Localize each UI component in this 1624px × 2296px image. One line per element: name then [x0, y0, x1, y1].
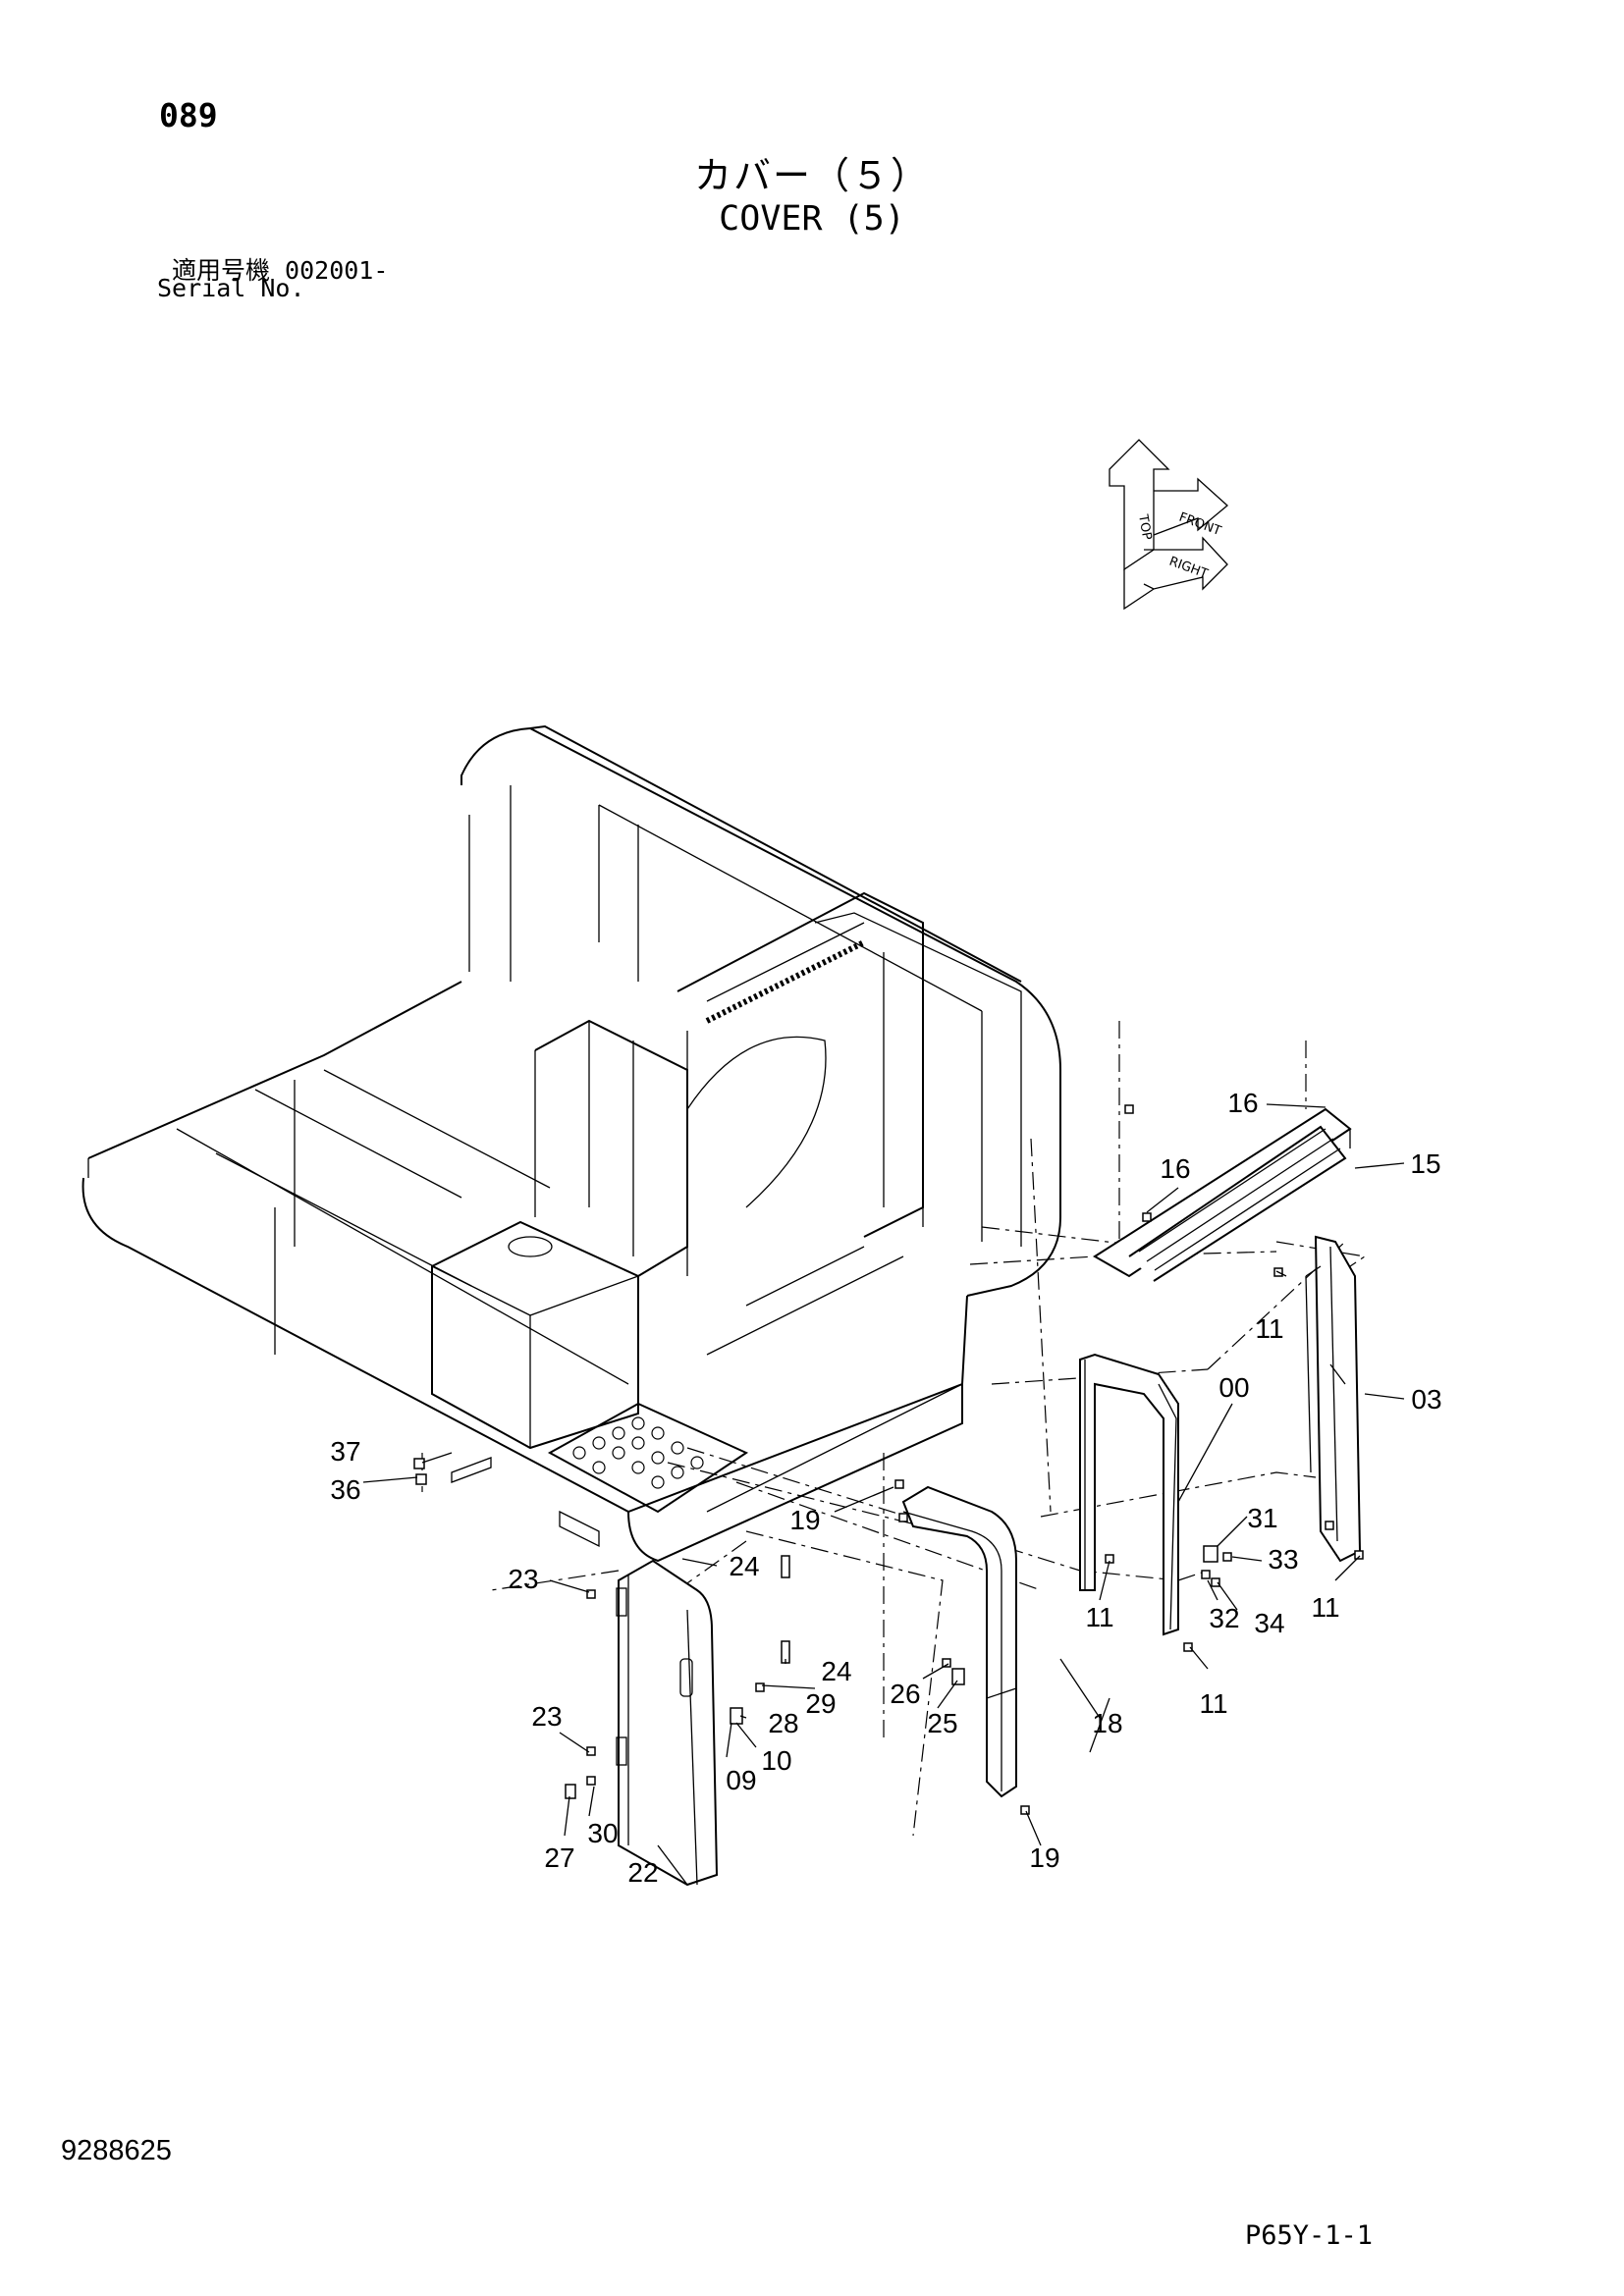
callout-23-lower: 23 — [531, 1701, 562, 1732]
leader-lines — [362, 1103, 1405, 1886]
callout-31: 31 — [1247, 1503, 1277, 1533]
orientation-indicator: TOP FRONT RIGHT — [1109, 439, 1228, 611]
callout-19-upper: 19 — [789, 1505, 820, 1535]
callout-29: 29 — [805, 1688, 836, 1719]
orientation-top-label: TOP — [1135, 512, 1154, 541]
part-15-top-cover — [1093, 1107, 1352, 1282]
callout-16-top: 16 — [1227, 1088, 1258, 1118]
fasteners — [413, 1104, 1364, 1815]
callout-15: 15 — [1410, 1148, 1440, 1179]
callout-11-upper: 11 — [1255, 1313, 1283, 1344]
callout-11-bottom: 11 — [1199, 1688, 1227, 1719]
callout-30: 30 — [587, 1818, 618, 1848]
part-03-side-cover — [1305, 1235, 1362, 1563]
callout-34: 34 — [1254, 1608, 1284, 1638]
callout-09: 09 — [726, 1765, 756, 1795]
serial-label-japanese: 適用号機 002001- — [172, 256, 389, 285]
sheet-number: P65Y-1-1 — [1245, 2220, 1374, 2251]
document-number: 9288625 — [61, 2135, 172, 2166]
part-18-curved-rail — [901, 1485, 1017, 1798]
callout-22: 22 — [627, 1857, 658, 1888]
upper-frame-structure — [81, 724, 1061, 1563]
callout-33: 33 — [1268, 1544, 1298, 1575]
orientation-right-label: RIGHT — [1167, 555, 1210, 582]
callout-16-cover: 16 — [1160, 1153, 1190, 1184]
callout-00: 00 — [1218, 1372, 1249, 1403]
callout-32: 32 — [1209, 1603, 1239, 1633]
page-title-japanese: カバー（５） — [693, 154, 930, 197]
callout-24-upper: 24 — [729, 1551, 759, 1581]
callout-11-left: 11 — [1085, 1602, 1113, 1632]
callout-27: 27 — [544, 1842, 574, 1873]
callout-26: 26 — [890, 1679, 920, 1709]
callout-18: 18 — [1092, 1708, 1122, 1738]
callout-11-right: 11 — [1311, 1592, 1339, 1623]
callout-labels: 16 16 15 11 03 00 37 36 19 31 33 23 24 1… — [330, 1088, 1441, 1888]
callout-24-lower: 24 — [821, 1656, 851, 1686]
callout-25: 25 — [927, 1708, 957, 1738]
callout-23-upper: 23 — [508, 1564, 538, 1594]
serial-label-english: Serial No. — [157, 274, 305, 302]
callout-36: 36 — [330, 1474, 360, 1505]
part-00-frame-rail — [1079, 1353, 1179, 1636]
callout-03: 03 — [1411, 1384, 1441, 1415]
callout-37: 37 — [330, 1436, 360, 1467]
part-22-door-panel — [616, 1559, 719, 1887]
page-title-english: COVER (5) — [719, 199, 905, 239]
callout-28: 28 — [768, 1708, 798, 1738]
callout-19-lower: 19 — [1029, 1842, 1059, 1873]
page-number: 089 — [159, 96, 218, 134]
callout-10: 10 — [761, 1745, 791, 1776]
